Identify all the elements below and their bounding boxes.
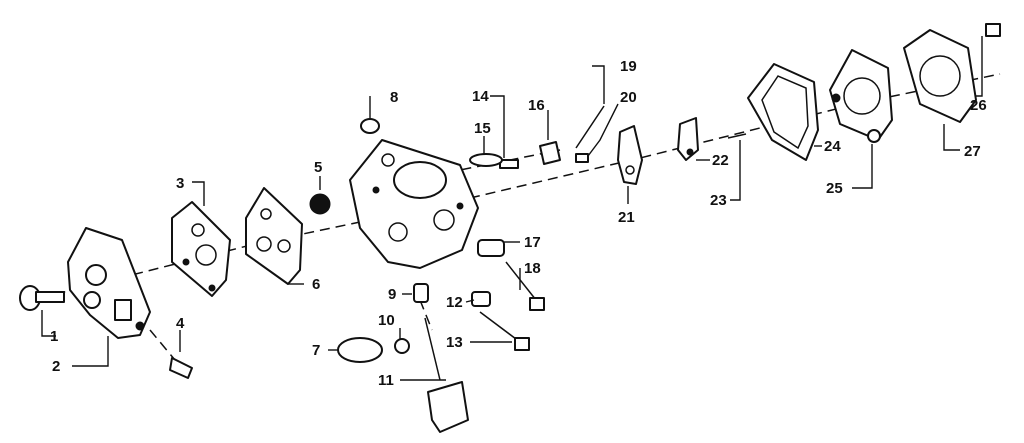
label-18: 18 <box>524 260 541 277</box>
label-15: 15 <box>474 120 491 137</box>
label-12: 12 <box>446 294 463 311</box>
part-26-screw <box>985 23 1001 37</box>
label-16: 16 <box>528 97 545 114</box>
part-19-pin <box>575 105 605 149</box>
part-13-needle <box>479 311 530 351</box>
part-2-pump-cover <box>67 227 151 339</box>
part-11-throttle-shaft <box>424 317 469 433</box>
label-19: 19 <box>620 58 637 75</box>
label-26: 26 <box>970 97 987 114</box>
label-7: 7 <box>312 342 320 359</box>
part-12-spring <box>471 291 491 307</box>
part-16-lever <box>539 141 561 165</box>
part-20-screw <box>575 153 589 163</box>
label-20: 20 <box>620 89 637 106</box>
label-25: 25 <box>826 180 843 197</box>
part-1-screw <box>19 285 65 311</box>
part-7-throttle-disc <box>337 337 383 363</box>
label-6: 6 <box>312 276 320 293</box>
part-17-spring <box>477 239 505 257</box>
part-10-screw <box>394 338 410 354</box>
label-4: 4 <box>176 315 185 332</box>
part-18-needle <box>505 261 545 311</box>
label-2: 2 <box>52 358 60 375</box>
part-4-screw <box>169 357 193 379</box>
part-21-inlet-lever <box>617 125 643 185</box>
part-6-gasket <box>245 187 303 285</box>
label-1: 1 <box>50 328 58 345</box>
label-27: 27 <box>964 143 981 160</box>
label-5: 5 <box>314 159 322 176</box>
part-27-diaphragm-cover <box>903 29 977 123</box>
label-24: 24 <box>824 138 841 155</box>
label-14: 14 <box>472 88 489 105</box>
label-3: 3 <box>176 175 184 192</box>
label-9: 9 <box>388 286 396 303</box>
label-21: 21 <box>618 209 635 226</box>
label-17: 17 <box>524 234 541 251</box>
part-23-pin <box>727 133 747 139</box>
part-5-filter-screen <box>309 193 331 215</box>
label-22: 22 <box>712 152 729 169</box>
part-labels: 1 2 3 4 5 6 7 8 9 10 11 12 13 14 15 16 1… <box>50 58 987 389</box>
part-15-needle <box>469 153 503 167</box>
label-13: 13 <box>446 334 463 351</box>
part-24-gasket <box>747 63 819 161</box>
label-8: 8 <box>390 89 398 106</box>
part-22-control-lever <box>677 117 699 161</box>
part-8-clip <box>360 118 380 134</box>
part-25-metering-diaphragm <box>829 49 893 143</box>
part-3-pump-plate <box>171 201 231 297</box>
label-11: 11 <box>378 372 394 389</box>
leader-lines <box>41 36 983 381</box>
carburetor-body <box>349 139 479 269</box>
part-9-spring <box>413 283 429 303</box>
label-10: 10 <box>378 312 395 329</box>
label-23: 23 <box>710 192 727 209</box>
